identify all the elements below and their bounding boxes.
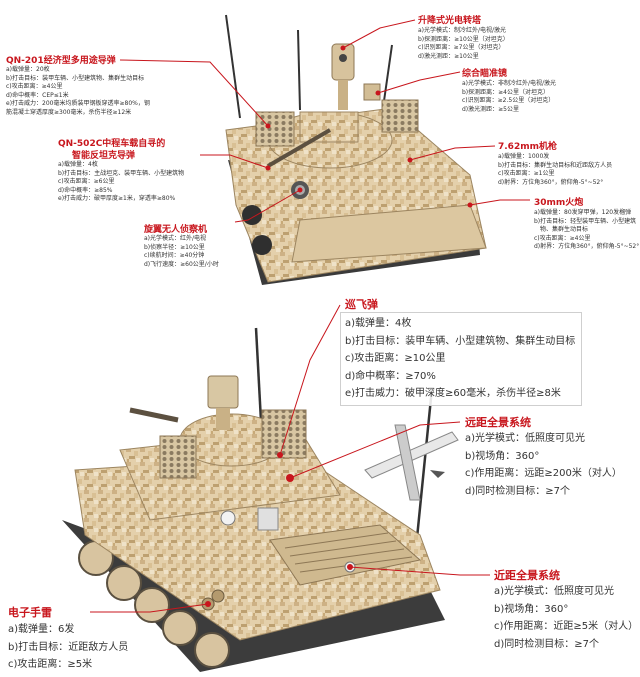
drone-title: 旋翼无人侦察机 bbox=[144, 225, 208, 235]
spec-line: a)载弹量：1000发 bbox=[498, 153, 550, 160]
qn201-specs: a)载弹量：20枚 b)打击目标：装甲车辆、小型建筑物、集群生动目标 c)攻击距… bbox=[6, 66, 150, 118]
grenade-specs: a)载弹量：6发 b)打击目标：近距敌方人员 c)攻击距离：≥5米 bbox=[8, 621, 128, 674]
drone-specs: a)光学模式：红外/电视 b)侦察半径：≥10公里 c)续航时间：≥40分钟 d… bbox=[144, 235, 219, 269]
aim-sight-specs: a)光学模式：非制冷红外/电视/激光 b)探测距离：≥4公里（对坦克） c)识别… bbox=[462, 80, 556, 114]
spec-line: b)打击目标：轻型装甲车辆、小型建筑 bbox=[534, 217, 637, 225]
qn502c-specs: a)载弹量：4枚 b)打击目标：主战坦克、装甲车辆、小型建筑物 c)攻击距离：≥… bbox=[58, 161, 184, 204]
spec-line: a)光学模式：低照度可见光 bbox=[494, 586, 615, 597]
spec-line: d)射界：方位角360°，俯仰角-5°~52° bbox=[534, 243, 640, 251]
qn502c-title-line2: 智能反坦克导弹 bbox=[72, 151, 136, 161]
spec-line: d)命中概率：≥70% bbox=[345, 370, 436, 382]
top-leader-lines bbox=[119, 19, 530, 223]
spec-line: a)载弹量：80发穿甲弹，120发榴弹 bbox=[534, 209, 632, 216]
cruise-specs: a)载弹量：4枚 b)打击目标：装甲车辆、小型建筑物、集群生动目标 c)攻击距离… bbox=[340, 312, 583, 406]
mg762-title: 7.62mm机枪 bbox=[498, 142, 557, 152]
qn502c-title: QN-502C中程车载自寻的 bbox=[58, 139, 166, 149]
spec-line: b)打击目标：集群生动目标和近距敌方人员 bbox=[498, 161, 613, 169]
spec-line: e)打击威力：200毫米均质装甲钢板穿透率≥80%，钢 bbox=[6, 100, 150, 108]
spec-line: d)同时检测目标：≥7个 bbox=[465, 485, 570, 497]
spec-line: a)光学模式：制冷红外/电视/激光 bbox=[418, 27, 507, 34]
spec-line: a)载弹量：6发 bbox=[8, 624, 75, 635]
spec-line: a)载弹量：20枚 bbox=[6, 66, 50, 73]
spec-line: a)光学模式：红外/电视 bbox=[144, 235, 207, 242]
spec-line: d)射界：方位角360°，俯仰角-5°~52° bbox=[498, 178, 604, 186]
far-pano-specs: a)光学模式：低照度可见光 b)视场角：360° c)作用距离：远距≥200米（… bbox=[465, 430, 622, 500]
far-pano-title: 远距全景系统 bbox=[465, 416, 531, 429]
spec-line: b)打击目标：装甲车辆、小型建筑物、集群生动目标 bbox=[6, 74, 145, 82]
spec-line: c)识别距离：≥7公里（对坦克） bbox=[418, 44, 505, 52]
lift-turret-specs: a)光学模式：制冷红外/电视/激光 b)探测距离：≥10公里（对坦克） c)识别… bbox=[418, 27, 509, 61]
spec-line: 筋混凝土穿透厚度≥300毫米，杀伤半径≥12米 bbox=[6, 108, 132, 116]
spec-line: c)续航时间：≥40分钟 bbox=[144, 252, 205, 260]
qn201-title: QN-201经济型多用途导弹 bbox=[6, 56, 116, 66]
spec-line: e)打击威力：破甲厚度≥1米，穿透率≥80% bbox=[58, 195, 176, 203]
spec-line: 物、集群生动目标 bbox=[534, 226, 589, 234]
spec-line: d)激光测距：≥5公里 bbox=[462, 105, 519, 113]
spec-line: c)攻击距离：≥6公里 bbox=[58, 178, 115, 186]
spec-line: b)打击目标：装甲车辆、小型建筑物、集群生动目标 bbox=[345, 335, 576, 347]
spec-line: e)打击威力：破甲深度≥60毫米，杀伤半径≥8米 bbox=[345, 388, 561, 399]
aim-sight-title: 综合瞄准镜 bbox=[462, 69, 508, 79]
bottom-vehicle bbox=[62, 327, 445, 672]
spec-line: b)打击目标：近距敌方人员 bbox=[8, 641, 129, 653]
lift-turret-title: 升降式光电转塔 bbox=[418, 16, 482, 26]
cruise-title: 巡飞弹 bbox=[345, 298, 378, 311]
spec-line: c)作用距离：远距≥200米（对人） bbox=[465, 468, 622, 479]
spec-line: d)同时检测目标：≥7个 bbox=[494, 638, 599, 650]
spec-line: b)视场角：360° bbox=[465, 450, 540, 462]
spec-line: a)光学模式：低照度可见光 bbox=[465, 433, 586, 444]
top-vehicle bbox=[225, 14, 487, 285]
spec-line: d)飞行速度：≥60公里/小时 bbox=[144, 260, 219, 268]
near-pano-specs: a)光学模式：低照度可见光 b)视场角：360° c)作用距离：近距≥5米（对人… bbox=[494, 583, 638, 653]
bottom-leader-lines bbox=[90, 304, 490, 613]
spec-line: d)激光测距：≥10公里 bbox=[418, 52, 479, 60]
spec-line: c)攻击距离：≥4公里 bbox=[6, 83, 63, 91]
cannon30-title: 30mm火炮 bbox=[534, 198, 584, 208]
spec-line: d)命中概率：≥85% bbox=[58, 186, 113, 194]
spec-line: a)载弹量：4枚 bbox=[345, 318, 412, 329]
spec-line: b)打击目标：主战坦克、装甲车辆、小型建筑物 bbox=[58, 169, 185, 177]
mg762-specs: a)载弹量：1000发 b)打击目标：集群生动目标和近距敌方人员 c)攻击距离：… bbox=[498, 153, 612, 187]
spec-line: b)探测距离：≥4公里（对坦克） bbox=[462, 88, 549, 96]
spec-line: b)视场角：360° bbox=[494, 603, 569, 615]
near-pano-title: 近距全景系统 bbox=[494, 569, 560, 582]
spec-line: c)攻击距离：≥5米 bbox=[8, 659, 93, 670]
spec-line: c)攻击距离：≥4公里 bbox=[534, 234, 591, 242]
spec-line: c)作用距离：近距≥5米（对人） bbox=[494, 621, 639, 632]
spec-line: d)命中概率：CEP≤1米 bbox=[6, 91, 69, 99]
grenade-title: 电子手雷 bbox=[8, 606, 52, 619]
spec-line: b)探测距离：≥10公里（对坦克） bbox=[418, 35, 509, 43]
spec-line: c)攻击距离：≥1公里 bbox=[498, 170, 555, 178]
spec-line: b)侦察半径：≥10公里 bbox=[144, 243, 205, 251]
loitering-munition bbox=[364, 424, 459, 501]
spec-line: a)光学模式：非制冷红外/电视/激光 bbox=[462, 80, 557, 87]
spec-line: c)识别距离：≥2.5公里（对坦克） bbox=[462, 97, 555, 105]
spec-line: a)载弹量：4枚 bbox=[58, 161, 98, 168]
spec-line: c)攻击距离：≥10公里 bbox=[345, 353, 446, 364]
cannon30-specs: a)载弹量：80发穿甲弹，120发榴弹 b)打击目标：轻型装甲车辆、小型建筑 物… bbox=[534, 209, 639, 252]
